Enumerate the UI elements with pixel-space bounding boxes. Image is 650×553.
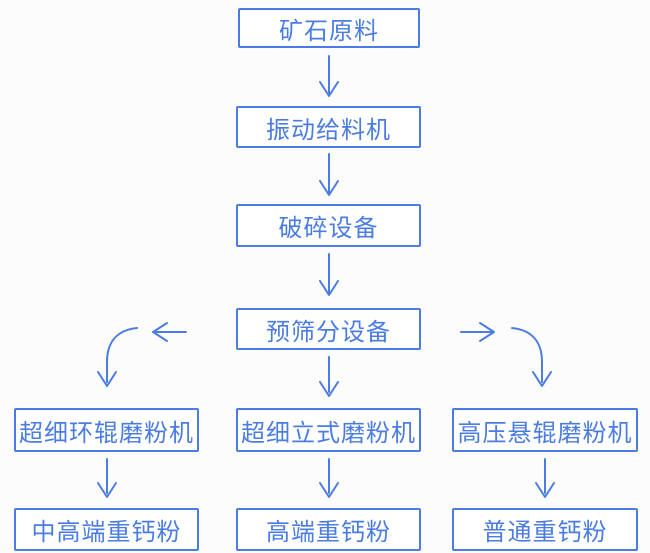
arrow-down-ore-feeder-icon [319,55,339,97]
arrow-down-pressure-mill-powder-icon [535,458,555,498]
arrow-down-feeder-crusher-icon [319,153,339,196]
arrow-down-screen-vertical-mill-icon [319,356,339,397]
arrow-down-crusher-screen-icon [319,253,339,296]
node-ore: 矿石原料 [238,8,420,48]
arrow-curve-left-down-icon [97,327,138,387]
arrow-curve-right-down-icon [511,327,552,387]
node-ultrafine-vertical-mill: 超细立式磨粉机 [236,408,421,452]
arrow-down-vertical-mill-powder-icon [319,458,339,498]
node-high-pressure-roller-mill: 高压悬辊磨粉机 [452,408,638,452]
node-mid-high-end-powder: 中高端重钙粉 [14,508,199,551]
node-ordinary-powder: 普通重钙粉 [452,508,638,551]
arrow-down-ring-mill-powder-icon [97,458,117,498]
node-crusher: 破碎设备 [236,204,421,247]
node-ultrafine-ring-roller-mill: 超细环辊磨粉机 [14,408,199,452]
arrow-right-branch-icon [460,322,495,342]
arrow-left-branch-icon [152,322,187,342]
node-pre-screening: 预筛分设备 [236,308,421,350]
node-vibrating-feeder: 振动给料机 [236,106,421,148]
node-high-end-powder: 高端重钙粉 [236,508,421,551]
